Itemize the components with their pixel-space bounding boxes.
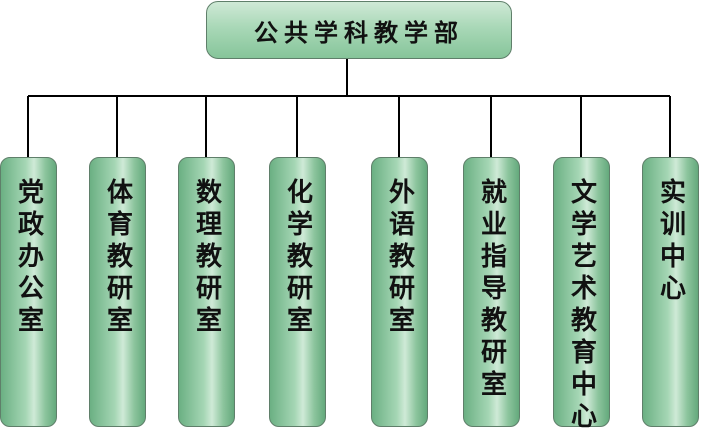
child-node-5-label: 外语教研室 xyxy=(384,178,415,338)
child-node-7: 文学艺术教育中心 xyxy=(553,157,610,434)
child-node-4-label: 化学教研室 xyxy=(282,178,313,338)
child-node-3-label: 数理教研室 xyxy=(191,178,222,338)
child-node-1-label: 党政办公室 xyxy=(13,178,44,338)
child-node-2: 体育教研室 xyxy=(89,157,146,427)
child-node-8-label: 实训中心 xyxy=(655,178,686,306)
child-node-5: 外语教研室 xyxy=(371,157,428,427)
child-node-8: 实训中心 xyxy=(642,157,699,427)
child-node-6-label: 就业指导教研室 xyxy=(476,178,507,402)
child-node-6: 就业指导教研室 xyxy=(463,157,520,427)
child-node-3: 数理教研室 xyxy=(178,157,235,427)
child-node-1: 党政办公室 xyxy=(0,157,57,427)
root-node-label: 公共学科教学部 xyxy=(254,18,464,47)
root-node: 公共学科教学部 xyxy=(206,1,512,59)
child-node-2-label: 体育教研室 xyxy=(102,178,133,338)
child-node-7-label: 文学艺术教育中心 xyxy=(566,178,597,434)
child-node-4: 化学教研室 xyxy=(269,157,326,427)
